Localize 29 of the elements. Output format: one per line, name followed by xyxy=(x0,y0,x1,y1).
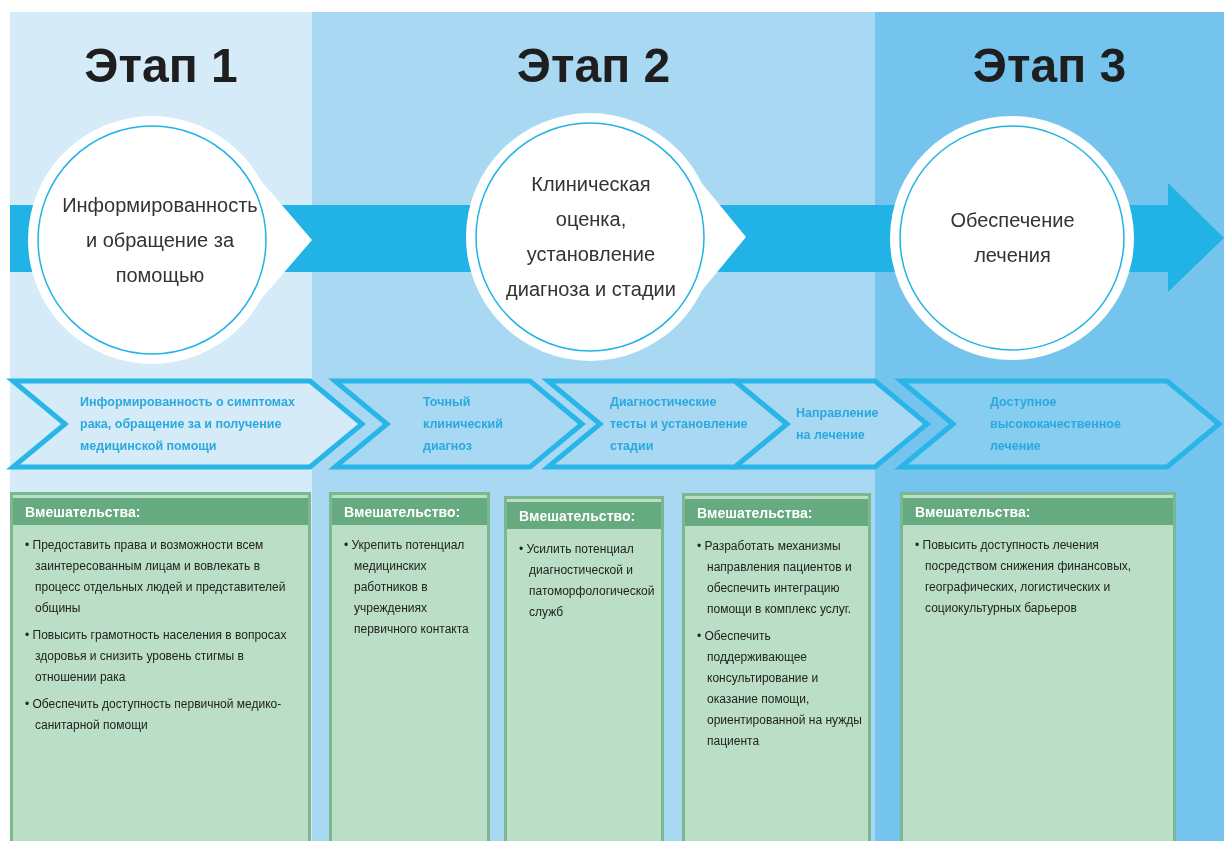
stage-title: Этап 3 xyxy=(971,38,1128,94)
stage-label: Обеспечение лечения xyxy=(949,208,1076,268)
step-label: Направление на лечение xyxy=(796,405,880,444)
bullet-item: • Обеспечить поддерживающее консультирование и оказание помощи, ориентированной на нужды пациента xyxy=(697,628,863,750)
card-heading: Вмешательство: xyxy=(507,502,661,529)
bullet-item: • Усилить потенциал диагностической и патоморфологической служб xyxy=(519,541,656,621)
stage-title: Этап 1 xyxy=(83,38,239,94)
step-label: Информированность о симптомах рака, обращение за и получение медицинской помощи xyxy=(80,394,296,455)
step-label: Доступное высококачественное лечение xyxy=(990,394,1122,455)
card-heading: Вмешательства: xyxy=(13,498,308,525)
intervention-card xyxy=(10,492,311,841)
stage-title: Этап 2 xyxy=(515,38,672,94)
intervention-card xyxy=(900,492,1176,841)
card-heading: Вмешательство: xyxy=(332,498,487,525)
intervention-card xyxy=(329,492,490,841)
intervention-card xyxy=(504,496,664,841)
card-heading: Вмешательства: xyxy=(685,499,868,526)
card-heading: Вмешательства: xyxy=(903,498,1173,525)
stage-label: Информированность и обращение за помощью xyxy=(61,192,259,288)
step-label: Точный клинический диагноз xyxy=(423,394,504,455)
stage-label: Клиническая оценка, установление диагноза и стадии xyxy=(505,172,677,302)
intervention-card xyxy=(682,493,871,841)
bullet-item: • Обеспечить доступность первичной медико-санитарной помощи xyxy=(25,696,283,734)
step-label: Диагностические тесты и установление стадии xyxy=(610,394,749,455)
bullet-item: • Разработать механизмы направления пациентов и обеспечить интеграцию помощи в комплекс услуг. xyxy=(697,538,853,618)
bullet-item: • Повысить грамотность населения в вопросах здоровья и снизить уровень стигмы в отношении рака xyxy=(25,627,288,686)
bullet-item: • Укрепить потенциал медицинских работников в учреждениях первичного контакта xyxy=(344,537,470,638)
bullet-item: • Повысить доступность лечения посредством снижения финансовых, географических, логистических и социокультурных барьеров xyxy=(915,537,1133,617)
bullet-item: • Предоставить права и возможности всем заинтересованным лицам и вовлекать в процесс отдельных людей и представителей общины xyxy=(25,537,287,617)
